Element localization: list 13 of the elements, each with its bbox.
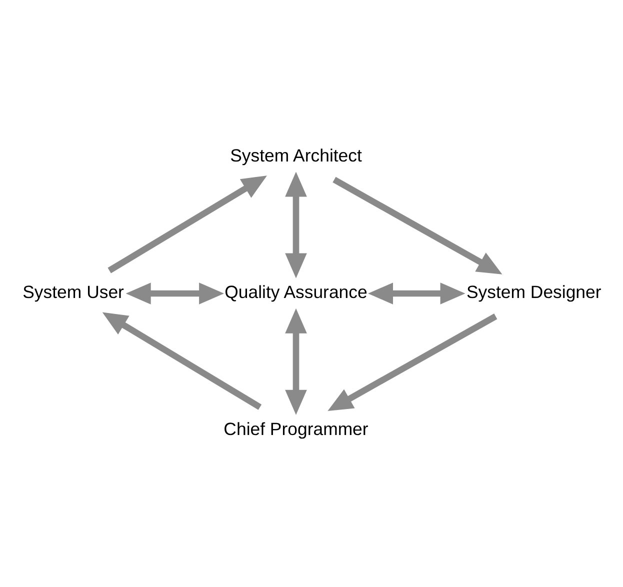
arrow <box>108 176 267 274</box>
arrow <box>102 312 262 410</box>
arrow <box>332 176 502 274</box>
node-text: Quality Assurance <box>224 282 368 302</box>
node-text: System User <box>22 282 124 302</box>
arrow <box>285 172 307 278</box>
arrow <box>368 282 466 304</box>
node-text: Chief Programmer <box>224 418 368 439</box>
node-text: System Designer <box>466 282 602 302</box>
arrow <box>285 308 307 415</box>
node-text: System Architect <box>230 146 362 166</box>
arrow <box>126 282 224 304</box>
arrow <box>328 314 498 412</box>
